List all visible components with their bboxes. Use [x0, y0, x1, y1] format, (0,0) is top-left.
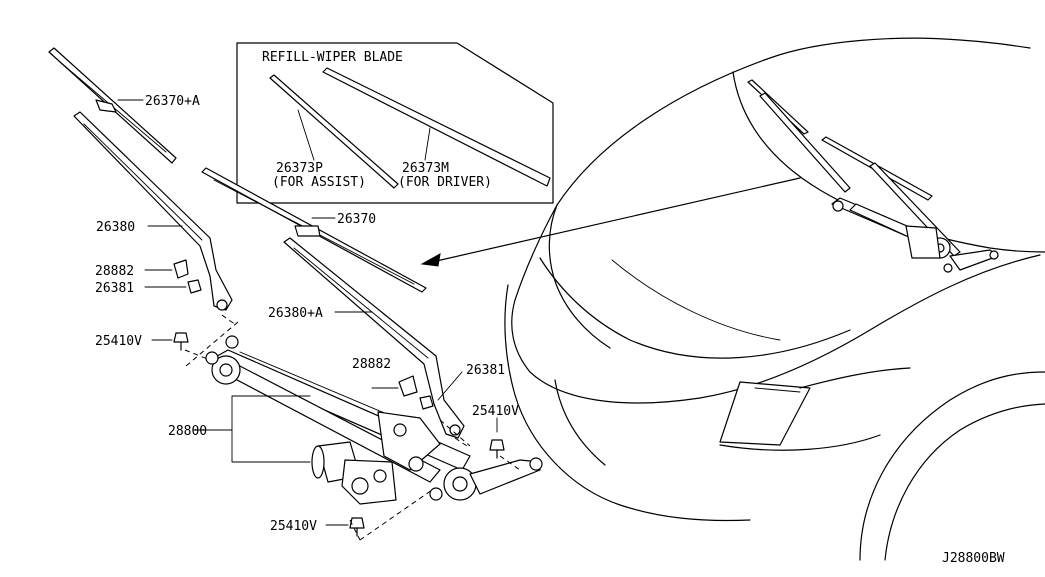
cap-assist-callout: 28882: [95, 264, 134, 279]
inset-title: REFILL-WIPER BLADE: [262, 50, 403, 65]
refill-assist-note: (FOR ASSIST): [272, 175, 366, 190]
inset-frame: [236, 42, 554, 204]
cap-driver-callout: 28882: [352, 357, 391, 372]
arm-driver-callout: 26380+A: [268, 306, 323, 321]
wiper-arm-assist: 26380: [73, 111, 233, 311]
arm-assist-callout: 26380: [96, 220, 135, 235]
wiper-blade-assist: 26370+A: [48, 47, 200, 164]
bolt-right: 25410V: [472, 404, 519, 459]
nut-assist-callout: 26381: [95, 281, 134, 296]
assembly-dashes: [184, 314, 521, 541]
vehicle-outline: [504, 37, 1045, 561]
linkage-motor-assembly: 28800: [168, 335, 543, 505]
refill-driver-note: (FOR DRIVER): [398, 175, 492, 190]
refill-strip-assist: [269, 74, 399, 189]
bolt-left-callout: 25410V: [95, 334, 142, 349]
bolt-left: 25410V: [95, 332, 189, 351]
pivot-cap-driver: [398, 375, 418, 397]
blade-driver-callout: 26370: [337, 212, 376, 227]
pivot-nut-driver: [419, 395, 434, 410]
nut-driver-callout: 26381: [466, 363, 505, 378]
wiper-arm-driver: 26380+A: [268, 237, 465, 439]
refill-strip-driver: [322, 67, 551, 187]
pointer-arrow: [420, 177, 801, 267]
diagram-code: J28800BW: [942, 551, 1005, 566]
linkage-motor-callout: 28800: [168, 424, 207, 439]
vehicle-wiper-detail: [747, 79, 999, 273]
refill-assist-part: 26373P: [276, 161, 323, 176]
refill-driver-part: 26373M: [402, 161, 449, 176]
blade-assist-callout: 26370+A: [145, 94, 200, 109]
pivot-cap-assist: [173, 259, 189, 279]
pivot-nut-assist: [187, 279, 202, 294]
cap-nut-driver: 28882 26381: [352, 357, 505, 410]
refill-inset: REFILL-WIPER BLADE 26373P (FOR ASSIST) 2…: [236, 42, 554, 204]
wiper-blade-driver: 26370: [201, 167, 427, 293]
cap-nut-assist: 28882 26381: [95, 259, 202, 296]
bolt-bottom-callout: 25410V: [270, 519, 317, 534]
bolt-right-callout: 25410V: [472, 404, 519, 419]
bolt-bottom: 25410V: [270, 517, 365, 537]
